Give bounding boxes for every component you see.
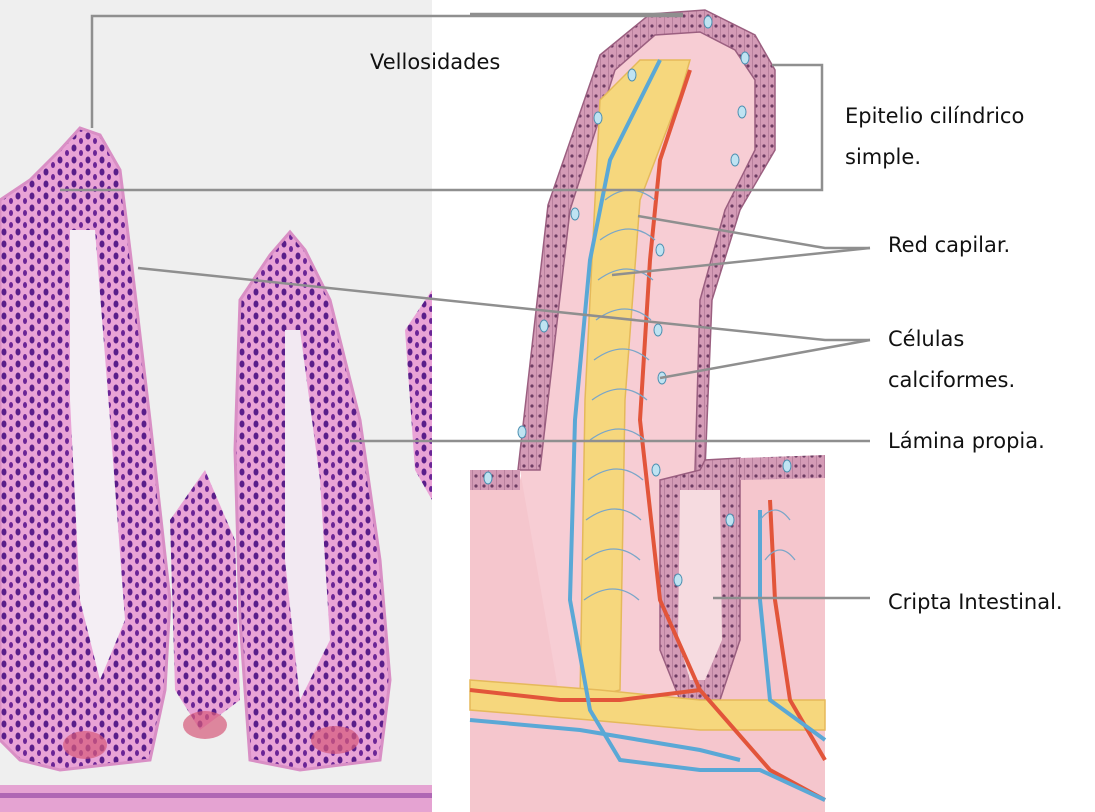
- label-lamina-propia: Lámina propia.: [888, 425, 1045, 457]
- label-vellosidades: Vellosidades: [370, 46, 500, 78]
- label-cripta-intestinal: Cripta Intestinal.: [888, 586, 1063, 618]
- histology-micrograph: [0, 0, 432, 812]
- label-epitelio-line2: simple.: [845, 141, 921, 173]
- villus-illustration: [470, 0, 825, 812]
- label-red-capilar: Red capilar.: [888, 229, 1010, 261]
- label-celulas-line1: Células: [888, 323, 964, 355]
- label-epitelio-line1: Epitelio cilíndrico: [845, 100, 1024, 132]
- label-celulas-line2: calciformes.: [888, 364, 1015, 396]
